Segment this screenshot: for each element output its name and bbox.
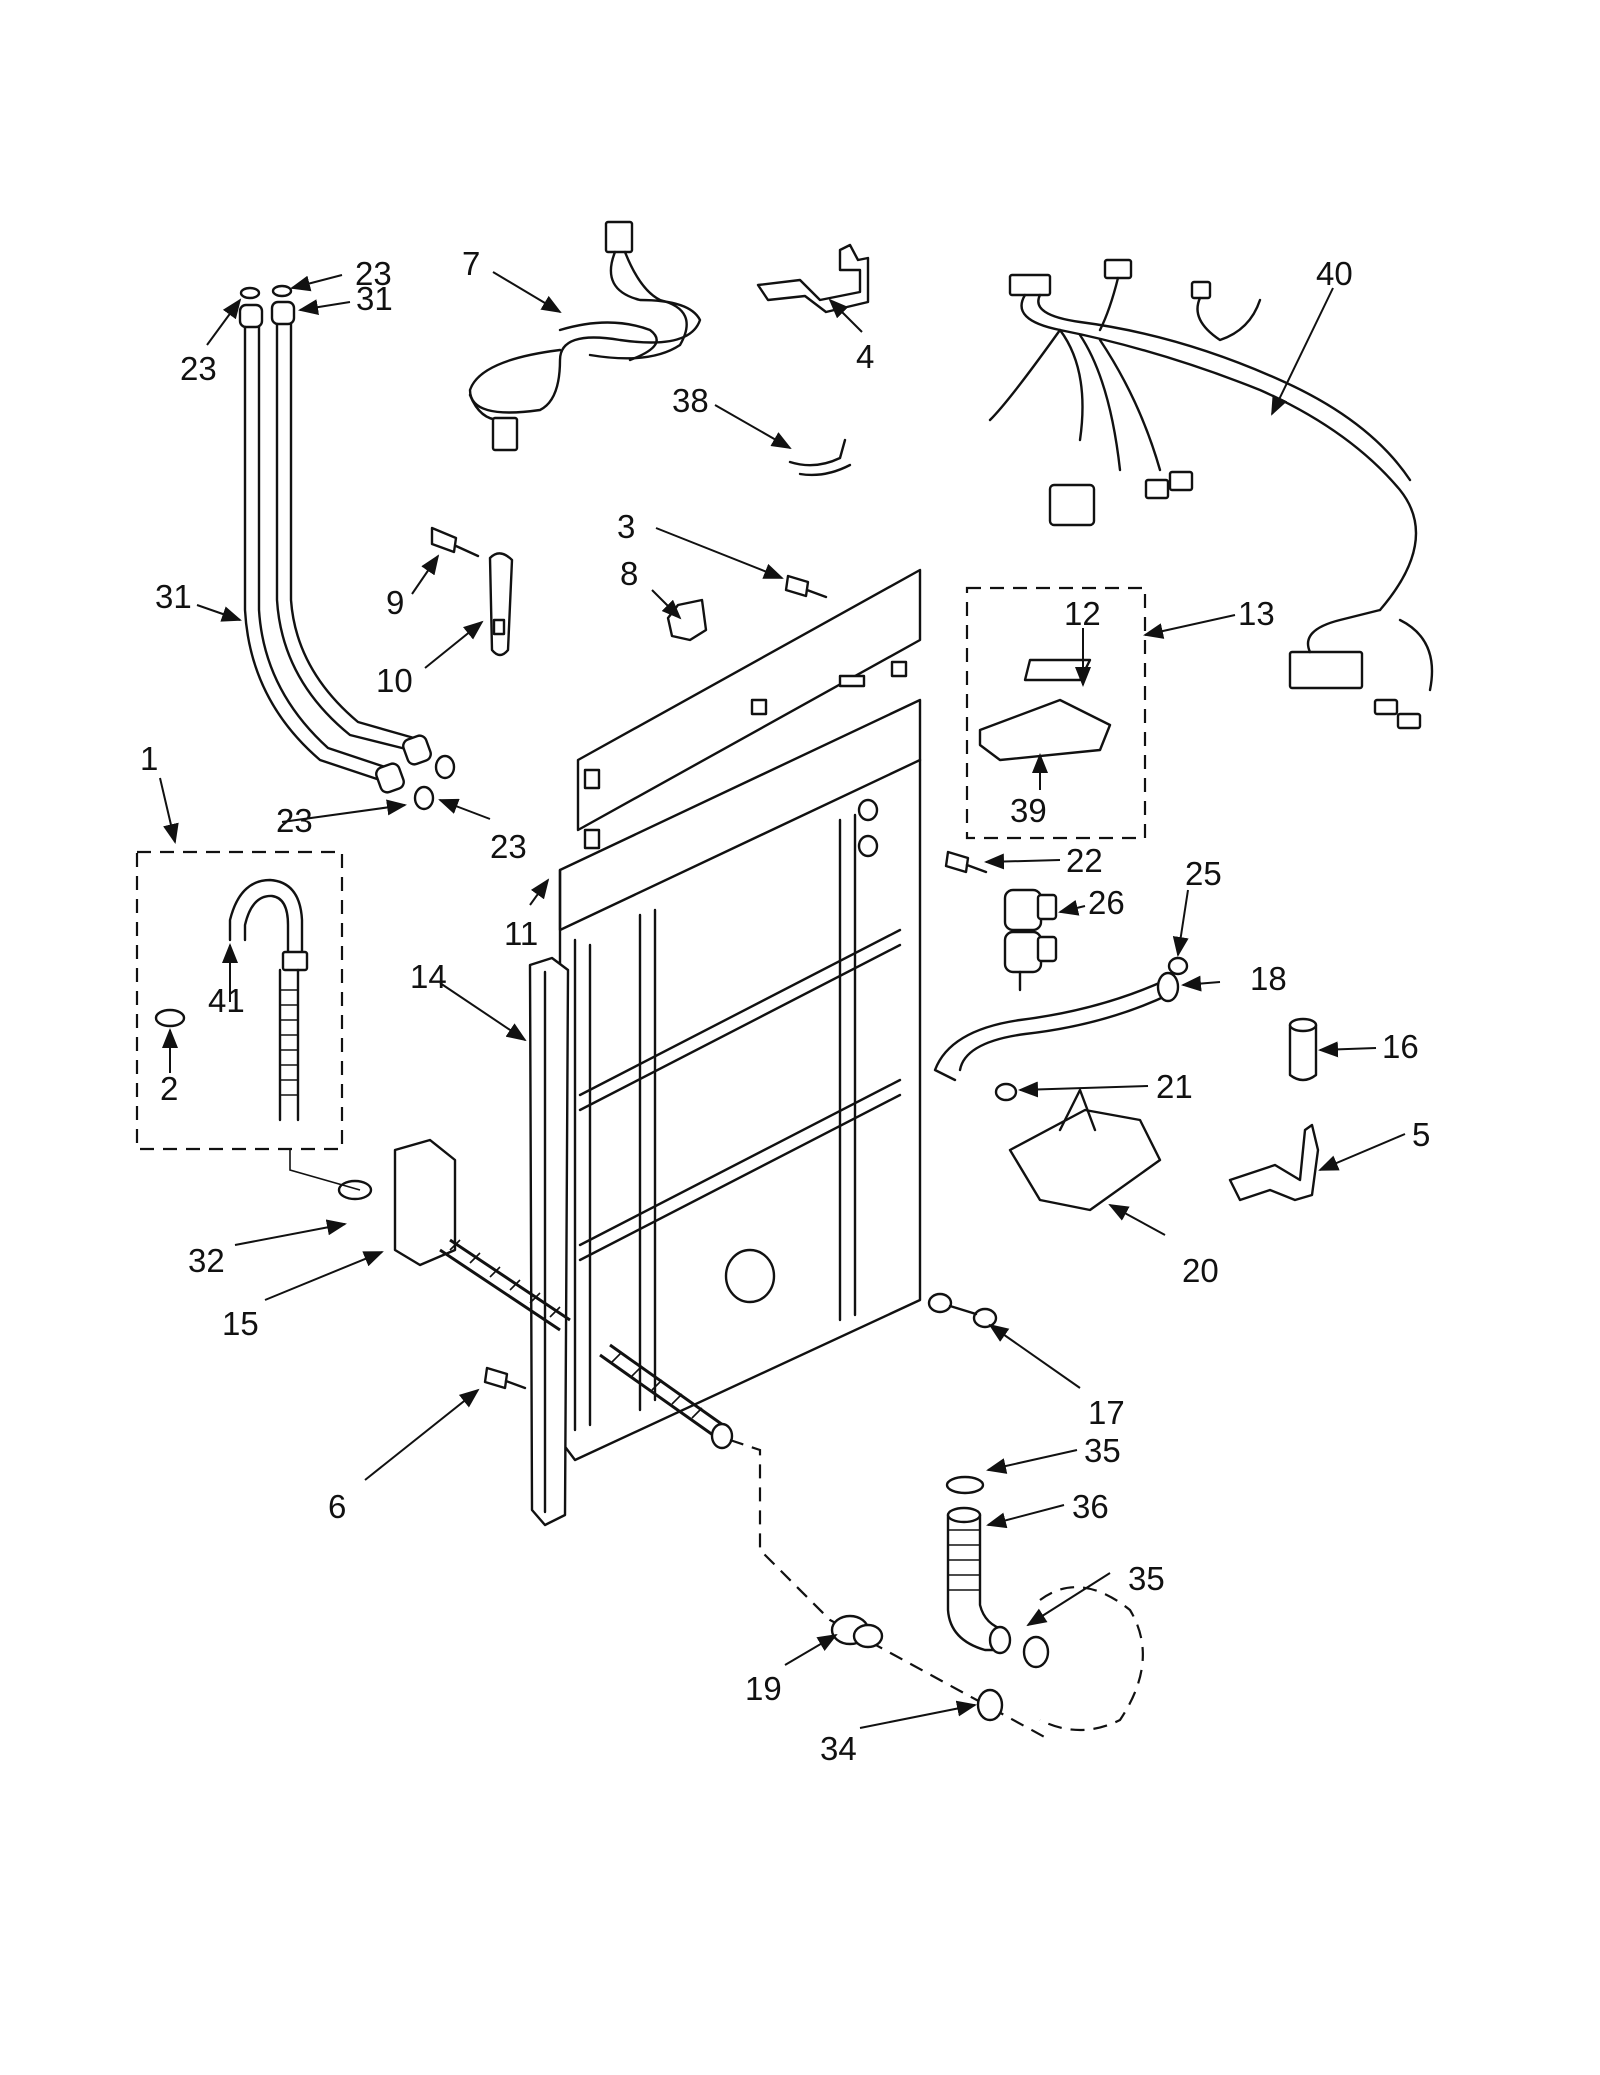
callout-20: 20 — [1182, 1252, 1219, 1289]
drain-elbow-part — [945, 1475, 1050, 1669]
callout-labels: 23 23 31 7 4 40 38 3 8 9 10 31 12 13 39 … — [140, 245, 1430, 1767]
connection-lines — [289, 1150, 1144, 1741]
callout-10: 10 — [376, 662, 413, 699]
bracket-4-part — [756, 243, 870, 314]
leader-lines — [159, 271, 1406, 1729]
fill-hose-part — [933, 956, 1189, 1102]
water-valve-part — [1003, 888, 1058, 992]
callout-9: 9 — [386, 584, 404, 621]
dispenser-part — [1008, 1088, 1162, 1212]
callout-31: 31 — [356, 280, 393, 317]
callout-8: 8 — [620, 555, 638, 592]
screw-6-part — [483, 1366, 527, 1390]
callout-22: 22 — [1066, 842, 1103, 879]
cap-17-part — [927, 1292, 998, 1329]
callout-18: 18 — [1250, 960, 1287, 997]
callout-14: 14 — [410, 958, 447, 995]
bracket-5-part — [1228, 1123, 1320, 1202]
assembly-13-box — [965, 586, 1147, 840]
callout-35: 35 — [1128, 1560, 1165, 1597]
callout-40: 40 — [1316, 255, 1353, 292]
callout-32: 32 — [188, 1242, 225, 1279]
callout-25: 25 — [1185, 855, 1222, 892]
screw-9-part — [430, 526, 480, 558]
callout-34: 34 — [820, 1730, 857, 1767]
component-16-part — [1288, 1017, 1318, 1082]
callout-7: 7 — [462, 245, 480, 282]
clip-8-part — [666, 598, 708, 642]
callout-15: 15 — [222, 1305, 259, 1342]
callout-36: 36 — [1072, 1488, 1109, 1525]
callout-41: 41 — [208, 982, 245, 1019]
callout-21: 21 — [1156, 1068, 1193, 1105]
drain-kit-part — [135, 850, 344, 1151]
callout-19: 19 — [745, 1670, 782, 1707]
callout-23: 23 — [180, 350, 217, 387]
callout-2: 2 — [160, 1070, 178, 1107]
callout-12: 12 — [1064, 595, 1101, 632]
inlet-hoses-part — [238, 284, 456, 811]
callout-23: 23 — [355, 255, 392, 292]
callout-16: 16 — [1382, 1028, 1419, 1065]
corrugated-hose-part — [439, 1238, 734, 1450]
screw-22-part — [944, 850, 988, 874]
callout-38: 38 — [672, 382, 709, 419]
bracket-assembly-part — [978, 658, 1112, 762]
screw-3-part — [784, 574, 828, 599]
strap-10-part — [488, 552, 514, 657]
side-strip-part — [528, 956, 570, 1527]
callout-11: 11 — [504, 915, 538, 952]
callout-35: 35 — [1084, 1432, 1121, 1469]
callout-1: 1 — [140, 740, 158, 777]
callout-6: 6 — [328, 1488, 346, 1525]
callout-3: 3 — [617, 508, 635, 545]
clamp-19-part — [830, 1614, 884, 1649]
drain-bracket-part — [337, 1138, 457, 1267]
callout-31: 31 — [155, 578, 192, 615]
power-cord-part — [468, 220, 702, 452]
callout-5: 5 — [1412, 1116, 1430, 1153]
wire-harness-part — [988, 258, 1434, 730]
callout-17: 17 — [1088, 1394, 1125, 1431]
clip-38-part — [788, 438, 852, 477]
callout-13: 13 — [1238, 595, 1275, 632]
clamp-34-part — [976, 1688, 1004, 1722]
callout-26: 26 — [1088, 884, 1125, 921]
callout-23: 23 — [276, 802, 313, 839]
callout-39: 39 — [1010, 792, 1047, 829]
rear-panel-part — [558, 568, 922, 1462]
callout-23: 23 — [490, 828, 527, 865]
callout-4: 4 — [856, 338, 874, 375]
